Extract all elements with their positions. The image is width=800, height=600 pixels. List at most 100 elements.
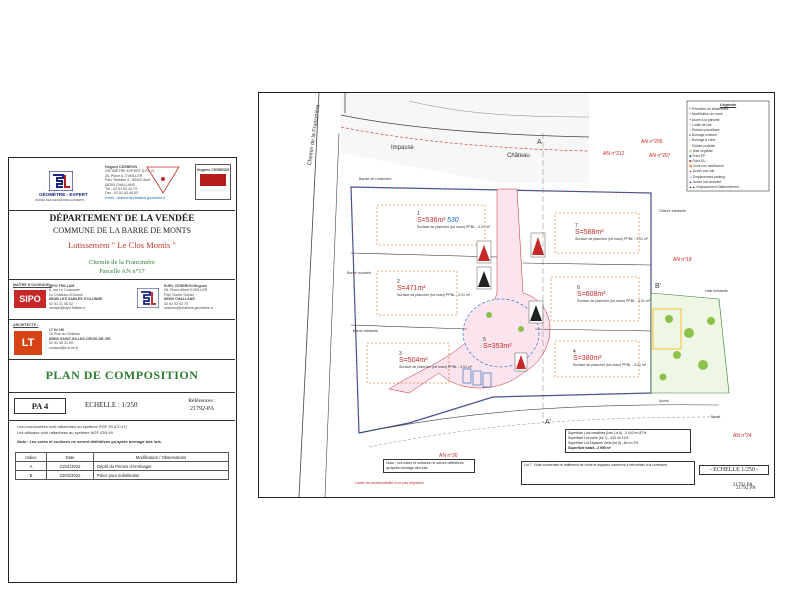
badge-seal: [200, 174, 226, 187]
parcel-label: AN n°212: [603, 151, 625, 157]
indices-header: Modification / Observations: [93, 452, 229, 462]
legend-text: Accès à la parcelle: [691, 117, 720, 122]
marker-a-prime: A': [545, 419, 552, 426]
surfaces-table: Superficie Lots cessibles (lots 1 à 6)..…: [565, 429, 691, 453]
note-line: Les altitudes sont rattachées au système…: [17, 430, 113, 435]
legend-item: ✿ Haie végétale: [689, 148, 713, 153]
architecte-section: ARCHITECTE : LT LT IN LM 20 Rue du Châte…: [9, 319, 235, 360]
constructible-zone: [554, 340, 640, 378]
indices-row: B 22/02/2022 Pièce pour substitution: [15, 470, 229, 480]
legend-item: ○ Bornage à créer: [689, 138, 716, 143]
misc-label: Borne existante: [353, 329, 378, 333]
parking-spots: [462, 368, 492, 388]
legend-item: ▲ Accès aux lots: [689, 169, 715, 174]
legend-text: Emplacement parking: [693, 174, 725, 179]
echelle-bottom: - ECHELLE 1/250 -: [699, 465, 769, 475]
commune-title: COMMUNE DE LA BARRE DE MONTS: [52, 226, 191, 235]
legend-item: ┄ Division parcellaire: [689, 127, 720, 132]
constructible-zone: [554, 212, 640, 254]
lot-6: 6 S=608m² Surface de plancher (lot maxi)…: [577, 285, 650, 304]
plan-drawing: Impasse Château Chemin de la Franciniére…: [258, 92, 775, 498]
legend-text: Emplacement Stationnement: [696, 185, 739, 189]
constructible-zone: [376, 270, 458, 316]
indices-header: Date: [46, 452, 94, 462]
office-badge: Hugues CESBRON: [195, 164, 231, 200]
department-title: DÉPARTEMENT DE LA VENDÉE: [49, 214, 195, 224]
lot-number: 6: [577, 285, 580, 291]
lot-plancher: Surface de plancher (lot maxi) PPBL : 3.…: [577, 299, 651, 303]
lot-number: 1: [417, 211, 420, 217]
voirie-note: Lot 7 : Note concernant le traitement de…: [521, 461, 695, 485]
lotissement-name: Lotissement " Le Clos Montis ": [68, 240, 176, 250]
notes-section: Les coordonnées sont rattachées au systè…: [17, 424, 231, 445]
lot-4: 4 S=380m² Surface de plancher (lot maxi)…: [573, 349, 646, 368]
legend-text: Limite de lots: [692, 122, 712, 127]
surface-row: Superficie Lots cessibles (lots 1 à 6)..…: [568, 431, 647, 435]
lot-number: 7: [575, 223, 578, 229]
lot-surface: S=608m²: [577, 291, 606, 298]
legend-item: ━ Périmètre du lotissement: [689, 107, 729, 112]
references-value: 21792-PA: [189, 406, 215, 412]
legend-item: ━ Accès à la parcelle: [689, 117, 720, 122]
legend-item: ▲▲ Emplacement Stationnement: [689, 185, 739, 189]
note-bold: Nota : Les cotes et surfaces ne seront d…: [17, 439, 162, 444]
legend-text: Point EP: [692, 153, 706, 158]
road-edge: [358, 404, 720, 434]
office-line: Hugues CESBRON: [105, 165, 138, 169]
surface-row: Superficie Lot Espaces Verts (lot 8)...8…: [568, 441, 639, 445]
arch-line: 02 51 55 31 69: [49, 341, 73, 346]
marker-a: A: [537, 139, 542, 146]
constructible-zone: [550, 276, 640, 322]
lot-7: 7 S=588m² Surface de plancher (lot maxi)…: [575, 223, 648, 242]
triangle-diagram-icon: [146, 166, 180, 194]
references-label: Références :: [188, 398, 216, 404]
plan-svg: [298, 93, 770, 497]
lot-line: [522, 262, 652, 266]
pa-row: PA 4 ECHELLE : 1/250 Références : 21792-…: [9, 398, 235, 416]
office-line: email : cesbron@challans.geometre.fr: [105, 195, 166, 200]
road-edge: [408, 100, 590, 118]
sipo-logo: SIPO: [14, 290, 46, 308]
indices-row: A 21/01/2022 Dépôt du Permis d'Aménager: [15, 461, 229, 471]
date-cell: 21/01/2022: [46, 461, 94, 471]
road-area: [341, 93, 589, 183]
indice-cell: B: [15, 470, 47, 480]
arch-line: 85800 SAINT-GILLES-CROIX-DE-VIE: [49, 336, 111, 341]
legend-text: Zone non aedificandi: [693, 164, 724, 169]
echelle-label: ECHELLE : 1/250: [85, 401, 138, 409]
geo-line: EURL CESBRON Hugues: [164, 284, 207, 288]
legend-item: ▭ Emplacement parking: [689, 174, 725, 179]
firm-tagline: ORDRE DES GÉOMÈTRES-EXPERTS: [35, 198, 85, 202]
misc-label: Borne nouvelle: [347, 271, 371, 275]
header-cartouche: GÉOMÈTRE - EXPERT ORDRE DES GÉOMÈTRES-EX…: [9, 158, 235, 211]
mo-line: 85180 LES SABLES D'OLONNE: [49, 297, 103, 302]
chemin-edge: [324, 132, 340, 497]
legend-text: Bornage existant: [691, 133, 717, 138]
parcel-label: AN n°26: [439, 453, 458, 459]
road-edge: [340, 114, 590, 138]
legend-frame: [686, 100, 770, 192]
misc-label: Accès: [659, 399, 669, 403]
mo-line: Le Château d'Olonne: [49, 292, 83, 297]
lot-surface: S=588m²: [575, 229, 604, 236]
office-line: 28, Place A. EVEILLER: [105, 173, 143, 178]
legend-text: Périmètre du lotissement: [691, 107, 729, 112]
divider: [9, 420, 235, 421]
parcelle-ref: Parcelle AN n°17: [99, 268, 145, 275]
lot-surface: S=536m²: [417, 217, 446, 224]
title-block: GÉOMÈTRE - EXPERT ORDRE DES GÉOMÈTRES-EX…: [8, 157, 237, 583]
geo-line: Pôle Sud'or Océan: [164, 292, 195, 297]
lot-surface: S=353m²: [483, 343, 512, 350]
maitre-ouvrage-info: SIPO FHILLAM 8, rue Le Corbusier Le Chât…: [49, 284, 129, 310]
legend-text: Division parcellaire: [691, 127, 720, 132]
trees: [486, 312, 715, 381]
lot-plancher: Surface de plancher (lot maxi) PPBL : 3.…: [397, 293, 471, 297]
lot-line: [534, 328, 652, 332]
parcel-label: AN n°207: [649, 153, 671, 159]
date-cell: 22/02/2022: [46, 470, 94, 480]
lot-line: [350, 324, 468, 330]
lot-5: 5 S=353m²: [483, 337, 512, 350]
road-label: Impasse: [391, 145, 414, 151]
geometre-logo-small: [137, 288, 159, 308]
note-line: Les coordonnées sont rattachées au systè…: [17, 424, 127, 429]
